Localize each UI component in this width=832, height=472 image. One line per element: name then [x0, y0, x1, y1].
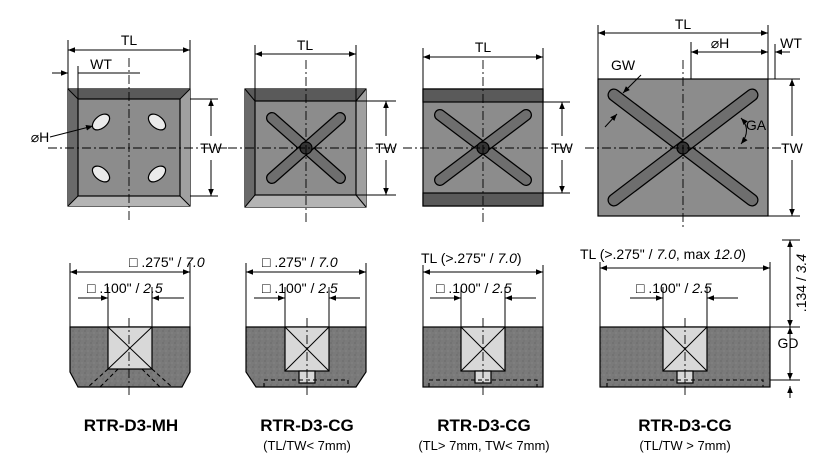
- model-name-3: RTR-D3-CG: [437, 416, 531, 435]
- mh-hole-4: [147, 165, 167, 183]
- cg3-gd-label: GD: [778, 335, 799, 351]
- mh-wt-label: WT: [90, 56, 112, 72]
- mh-hole-2: [147, 113, 167, 131]
- cg-large-top-view: TL ⌀H WT GW GA TW: [585, 16, 804, 230]
- cg-small-top-view: TL TW: [228, 37, 398, 222]
- cg-wide-top-view: TL TW: [403, 39, 574, 222]
- mh-tl-label: TL: [121, 32, 138, 48]
- cg3-side-view: TL (>.275" / 7.0, max 12.0) □ .100" / 2.…: [580, 239, 809, 398]
- model-note-3: (TL> 7mm, TW< 7mm): [418, 438, 549, 453]
- cg2-tl-range-dim: TL (>.275" / 7.0): [421, 250, 522, 266]
- cg2-tl-label: TL: [475, 39, 492, 55]
- model-name-4: RTR-D3-CG: [638, 416, 732, 435]
- cg3-tl-label: TL: [675, 16, 692, 32]
- cg3-gw-label: GW: [611, 57, 636, 73]
- cg2-tw-label: TW: [551, 140, 574, 156]
- mh-top-view: TL WT ⌀H TW: [31, 32, 232, 222]
- cg3-tw-label: TW: [781, 140, 804, 156]
- cg2-side-view: TL (>.275" / 7.0) □ .100" / 2.5: [421, 250, 544, 395]
- mh-bevel-right: [180, 89, 190, 206]
- model-note-2: (TL/TW< 7mm): [263, 438, 351, 453]
- cg3-tl-range-dim: TL (>.275" / 7.0, max 12.0): [580, 246, 746, 262]
- mh-outer-square-dim: □ .275" / 7.0: [129, 254, 205, 270]
- mh-inner-square-dim: □ .100" / 2.5: [87, 280, 163, 296]
- cg1-outer-square-dim: □ .275" / 7.0: [262, 254, 338, 270]
- mh-side-view: □ .275" / 7.0 □ .100" / 2.5: [69, 254, 205, 395]
- cg1-inner-square-dim: □ .100" / 2.5: [262, 280, 338, 296]
- mh-tw-label: TW: [200, 140, 223, 156]
- cg3-height-dim: .134 / 3.4: [793, 254, 809, 313]
- mh-hole-label: ⌀H: [31, 129, 50, 145]
- mh-bevel-left: [68, 89, 78, 206]
- model-note-4: (TL/TW > 7mm): [639, 438, 730, 453]
- cg3-wt-label: WT: [780, 35, 802, 51]
- model-name-2: RTR-D3-CG: [260, 416, 354, 435]
- cg2-inner-square-dim: □ .100" / 2.5: [436, 280, 512, 296]
- cg1-side-view: □ .275" / 7.0 □ .100" / 2.5: [245, 254, 367, 395]
- cg1-tw-label: TW: [375, 140, 398, 156]
- cg3-hole-label: ⌀H: [711, 35, 730, 51]
- mh-hole-1: [91, 113, 111, 131]
- model-name-1: RTR-D3-MH: [84, 416, 178, 435]
- cg1-tl-label: TL: [297, 37, 314, 53]
- mh-hole-3: [91, 165, 111, 183]
- cg3-inner-square-dim: □ .100" / 2.5: [636, 280, 712, 296]
- cg3-ga-label: GA: [746, 117, 767, 133]
